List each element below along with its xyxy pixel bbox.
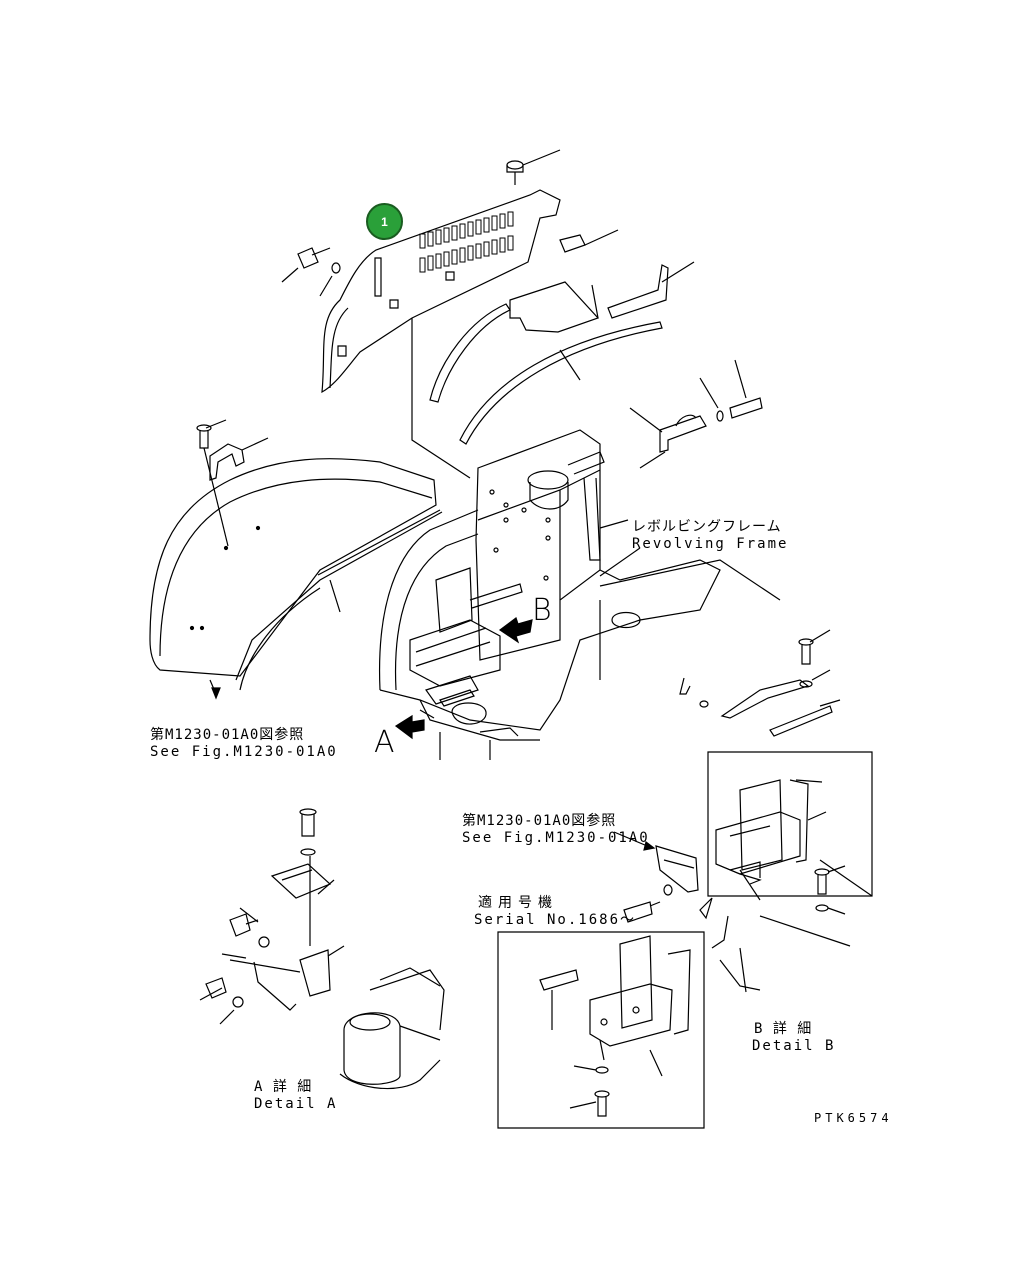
serial-variant-box: [498, 932, 704, 1128]
hook-bracket: [630, 360, 762, 468]
detail-a-label-jp: A 詳 細: [254, 1079, 313, 1095]
revolving-frame-label-jp: レボルビングフレーム: [632, 519, 782, 535]
detail-a-parts: [200, 809, 444, 1089]
reference-figure-label-left-en: See Fig.M1230-01A0: [150, 744, 338, 760]
linkage-parts: [680, 630, 840, 736]
leader-lines: [420, 520, 628, 718]
view-b-label: B: [532, 593, 552, 628]
seal-strips: [430, 262, 694, 444]
louvered-cover-plate: [282, 150, 618, 478]
reference-figure-label-right-jp: 第M1230-01A0図参照: [462, 813, 617, 829]
revolving-frame-assembly: [380, 430, 780, 760]
reference-figure-label-right-en: See Fig.M1230-01A0: [462, 830, 650, 846]
drawing-code: PTK6574: [814, 1111, 893, 1125]
view-a-label: A: [374, 725, 395, 760]
serial-label-jp: 適用号機: [478, 895, 558, 911]
reference-bracket: [614, 832, 712, 922]
engine-hood: [150, 420, 442, 698]
callout-badge-1[interactable]: 1: [366, 203, 403, 240]
reference-figure-label-left-jp: 第M1230-01A0図参照: [150, 727, 305, 743]
revolving-frame-label-en: Revolving Frame: [632, 536, 789, 552]
detail-b-label-jp: B 詳 細: [754, 1021, 813, 1037]
serial-label-en: Serial No.1686～: [474, 912, 637, 928]
detail-a-label-en: Detail A: [254, 1096, 338, 1112]
detail-b-label-en: Detail B: [752, 1038, 836, 1054]
detail-b-box: [708, 752, 872, 992]
